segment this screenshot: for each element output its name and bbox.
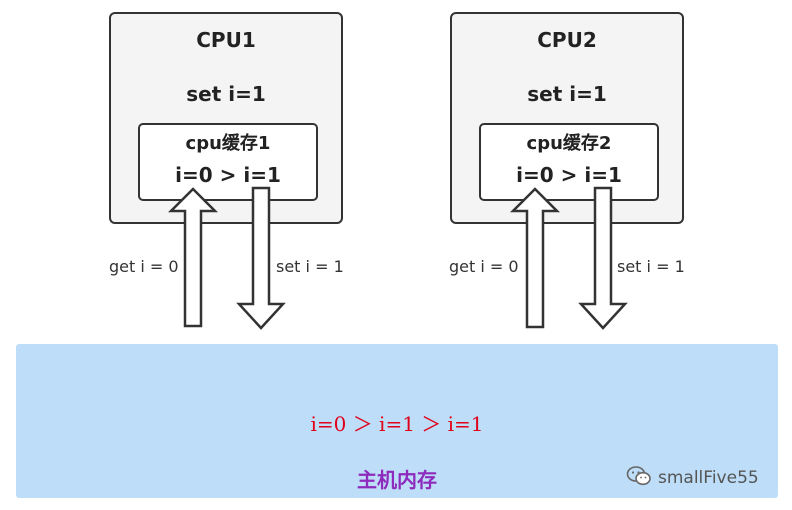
cpu1-get-arrow [167, 187, 219, 328]
memory-values: i=0 ＞ i=1 ＞ i=1 [310, 412, 484, 436]
cpu2-set-arrow [578, 186, 628, 330]
cpu2-box: CPU2 set i=1 cpu缓存2 i=0 > i=1 [450, 12, 684, 224]
cpu1-title: CPU1 [196, 28, 256, 52]
cpu1-cache-title: cpu缓存1 [185, 133, 271, 154]
cpu1-set-text: set i=1 [186, 82, 266, 106]
cpu2-get-arrow [509, 187, 561, 329]
cpu1-set-arrow [236, 186, 286, 330]
main-memory-box: i=0 ＞ i=1 ＞ i=1 主机内存 [16, 344, 778, 498]
wechat-icon [626, 465, 652, 491]
cpu2-get-label: get i = 0 [449, 257, 519, 276]
cpu1-box: CPU1 set i=1 cpu缓存1 i=0 > i=1 [109, 12, 343, 224]
cpu2-title: CPU2 [537, 28, 597, 52]
cpu2-cache-title: cpu缓存2 [526, 133, 612, 154]
cpu2-set-label: set i = 1 [617, 257, 685, 276]
watermark: smallFive55 [626, 466, 759, 490]
memory-title: 主机内存 [357, 468, 437, 492]
cpu2-cache-box: cpu缓存2 i=0 > i=1 [479, 123, 659, 201]
cpu1-cache-value: i=0 > i=1 [175, 163, 281, 187]
cpu1-set-label: set i = 1 [276, 257, 344, 276]
cpu2-cache-value: i=0 > i=1 [516, 163, 622, 187]
cpu2-set-text: set i=1 [527, 82, 607, 106]
cpu1-get-label: get i = 0 [109, 257, 179, 276]
cpu1-cache-box: cpu缓存1 i=0 > i=1 [138, 123, 318, 201]
watermark-text: smallFive55 [658, 468, 759, 488]
